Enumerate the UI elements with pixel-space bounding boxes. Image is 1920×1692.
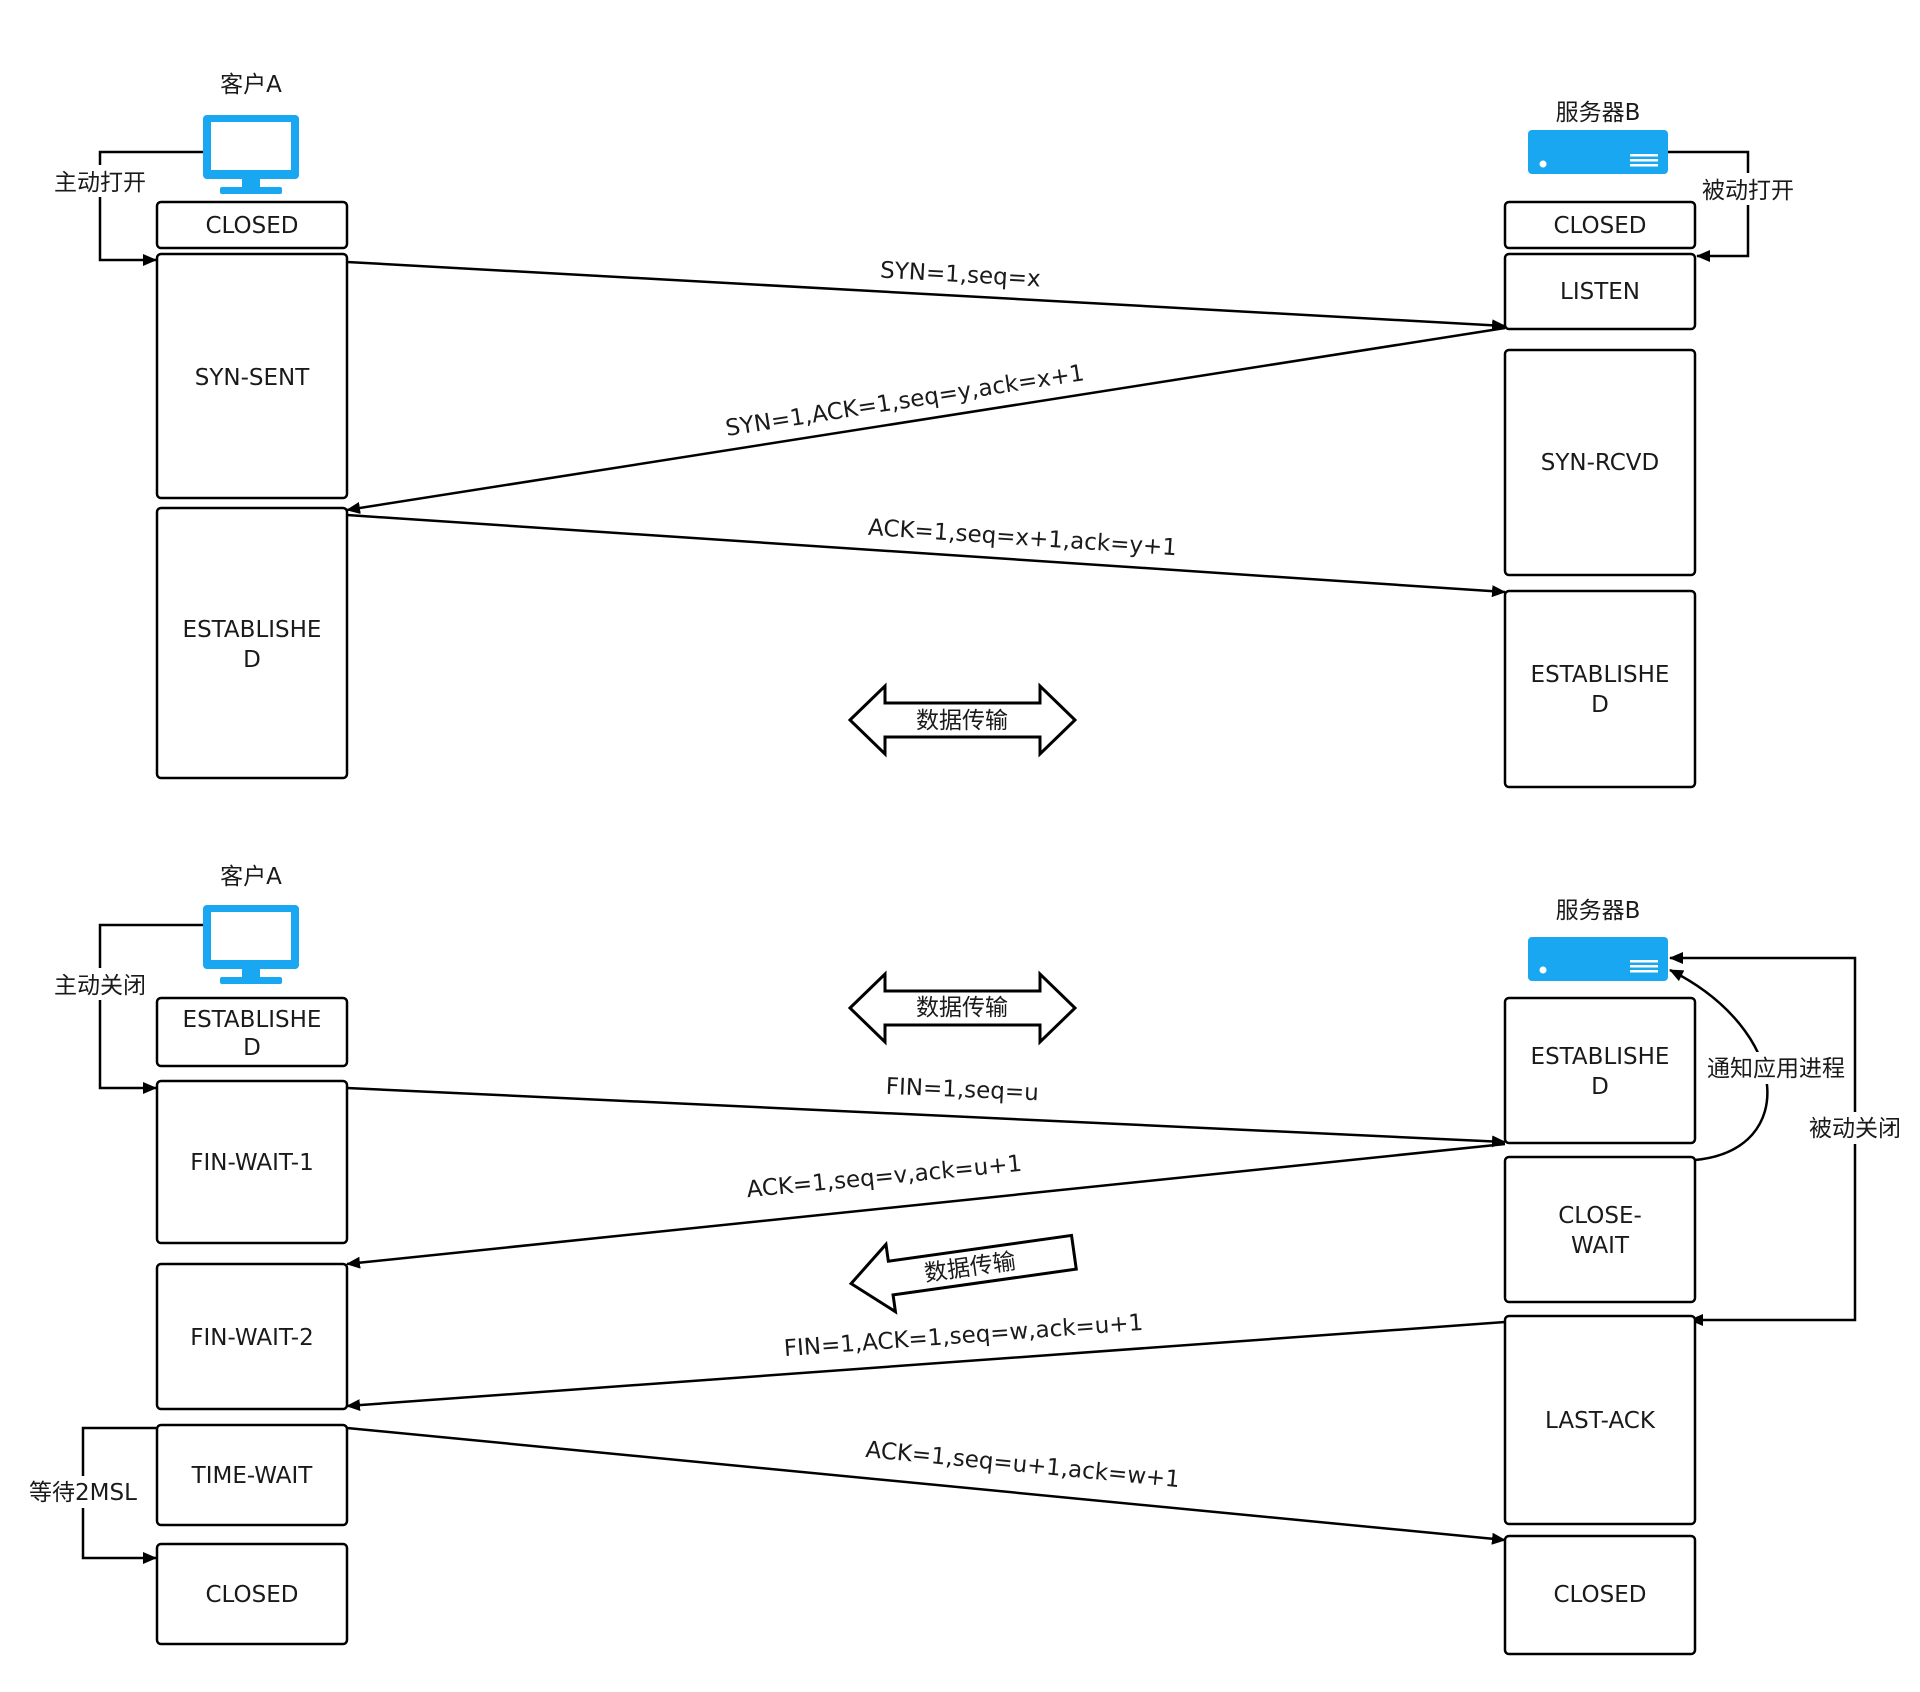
state-box-client-fin-wait-1: FIN-WAIT-1 bbox=[155, 1079, 349, 1245]
active-open-connector bbox=[98, 150, 203, 266]
monitor-icon bbox=[203, 905, 299, 984]
message-label-ack: ACK=1,seq=x+1,ack=y+1 bbox=[867, 515, 1177, 561]
message-label-ack: ACK=1,seq=v,ack=u+1 bbox=[746, 1151, 1024, 1203]
state-box-client-syn-sent: SYN-SENT bbox=[155, 252, 349, 500]
message-label-syn: SYN=1,seq=x bbox=[879, 258, 1041, 293]
handshake-section: 客户A 服务器B 主动打开 被动打开 CLOSED SYN-SENT bbox=[48, 72, 1800, 789]
state-box-client-established: ESTABLISHE D bbox=[155, 996, 349, 1068]
state-box-client-closed: CLOSED bbox=[155, 1542, 349, 1646]
state-box-server-last-ack: LAST-ACK bbox=[1503, 1314, 1697, 1526]
state-box-client-time-wait: TIME-WAIT bbox=[155, 1423, 349, 1527]
client-label: 客户A bbox=[220, 72, 282, 98]
state-label-line2: D bbox=[1591, 692, 1609, 718]
state-label: LAST-ACK bbox=[1545, 1408, 1656, 1434]
data-transfer-arrow: 数据传输 bbox=[847, 682, 1078, 758]
state-box-server-established: ESTABLISHE D bbox=[1503, 996, 1697, 1145]
state-label: CLOSED bbox=[206, 1582, 299, 1608]
teardown-section: 客户A 服务器B 主动关闭 被动关闭 通知应用进程 等待2MSL EST bbox=[26, 864, 1905, 1656]
state-box-server-listen: LISTEN bbox=[1503, 252, 1697, 331]
state-label-line1: ESTABLISHE bbox=[1531, 1044, 1670, 1070]
passive-open-label: 被动打开 bbox=[1702, 178, 1794, 204]
state-label: CLOSED bbox=[206, 213, 299, 239]
state-label: TIME-WAIT bbox=[191, 1463, 314, 1489]
state-label-line1: ESTABLISHE bbox=[183, 1007, 322, 1033]
client-label: 客户A bbox=[220, 864, 282, 890]
data-transfer-oneway-arrow: 数据传输 bbox=[848, 1233, 1078, 1315]
message-arrow-ack bbox=[346, 513, 1506, 598]
state-label-line2: D bbox=[243, 1035, 261, 1061]
state-box-client-fin-wait-2: FIN-WAIT-2 bbox=[155, 1262, 349, 1411]
message-arrow-fin-ack bbox=[346, 1320, 1506, 1412]
state-label: CLOSED bbox=[1554, 1582, 1647, 1608]
message-label-syn-ack: SYN=1,ACK=1,seq=y,ack=x+1 bbox=[724, 360, 1086, 442]
state-box-server-syn-rcvd: SYN-RCVD bbox=[1503, 348, 1697, 577]
state-box-server-close-wait: CLOSE- WAIT bbox=[1503, 1155, 1697, 1304]
state-box-client-closed: CLOSED bbox=[155, 200, 349, 250]
state-label: FIN-WAIT-1 bbox=[190, 1150, 313, 1176]
state-label: SYN-RCVD bbox=[1541, 450, 1660, 476]
data-transfer-label: 数据传输 bbox=[916, 708, 1008, 734]
active-open-label: 主动打开 bbox=[54, 170, 146, 196]
passive-close-label: 被动关闭 bbox=[1809, 1116, 1901, 1142]
monitor-icon bbox=[203, 115, 299, 194]
state-box-server-closed: CLOSED bbox=[1503, 200, 1697, 250]
message-label-fin-ack: FIN=1,ACK=1,seq=w,ack=u+1 bbox=[783, 1310, 1144, 1362]
state-label-line1: ESTABLISHE bbox=[1531, 662, 1670, 688]
active-close-connector bbox=[98, 923, 203, 1094]
notify-app-label: 通知应用进程 bbox=[1707, 1056, 1845, 1082]
server-label: 服务器B bbox=[1556, 100, 1641, 126]
state-box-server-closed: CLOSED bbox=[1503, 1534, 1697, 1656]
state-label-line1: ESTABLISHE bbox=[183, 617, 322, 643]
state-label: CLOSED bbox=[1554, 213, 1647, 239]
state-box-client-established: ESTABLISHE D bbox=[155, 506, 349, 780]
message-label-fin: FIN=1,seq=u bbox=[885, 1074, 1039, 1106]
message-arrow-ack bbox=[346, 1142, 1506, 1269]
message-arrow-syn-ack bbox=[346, 326, 1506, 514]
message-arrow-final-ack bbox=[346, 1426, 1506, 1545]
state-label-line2: WAIT bbox=[1571, 1233, 1630, 1259]
message-arrow-syn bbox=[346, 260, 1506, 332]
data-transfer-label: 数据传输 bbox=[916, 995, 1008, 1021]
active-close-label: 主动关闭 bbox=[54, 973, 146, 999]
message-arrow-fin bbox=[346, 1086, 1506, 1148]
state-label: FIN-WAIT-2 bbox=[190, 1325, 313, 1351]
wait-2msl-label: 等待2MSL bbox=[29, 1480, 137, 1506]
state-label-line2: D bbox=[1591, 1074, 1609, 1100]
state-label: SYN-SENT bbox=[195, 365, 310, 391]
state-label: LISTEN bbox=[1560, 279, 1640, 305]
message-label-final-ack: ACK=1,seq=u+1,ack=w+1 bbox=[864, 1437, 1181, 1493]
state-label-line2: D bbox=[243, 647, 261, 673]
server-icon bbox=[1528, 130, 1668, 174]
state-label-line1: CLOSE- bbox=[1558, 1203, 1642, 1229]
server-label: 服务器B bbox=[1556, 898, 1641, 924]
server-icon bbox=[1528, 937, 1668, 981]
state-box-server-established: ESTABLISHE D bbox=[1503, 589, 1697, 789]
data-transfer-arrow: 数据传输 bbox=[847, 970, 1078, 1046]
